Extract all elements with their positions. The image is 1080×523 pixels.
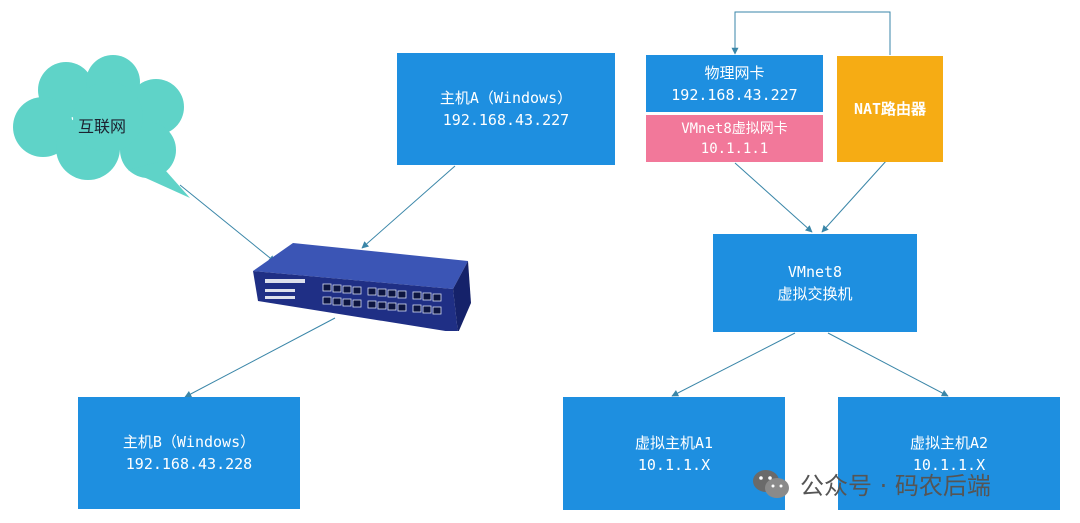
host-b-box: 主机B（Windows） 192.168.43.228 [78,397,300,509]
cloud-label: 互联网 [78,117,127,136]
physical-nic-name: 物理网卡 [704,63,765,82]
watermark: 公众号 · 码农后端 [752,466,991,501]
link-nat-physical [731,11,891,55]
wechat-icon [753,469,789,498]
vm-a1-name: 虚拟主机A1 [634,433,714,452]
link-cloud-switch [179,184,276,263]
vm-a1-ip: 10.1.1.X [637,455,711,474]
vmnet8-switch-box: VMnet8 虚拟交换机 [713,234,917,332]
link-vswitch-vma2 [827,332,949,397]
vmnet8-nic-ip: 10.1.1.1 [700,140,769,157]
link-switch-hostb [184,317,336,398]
host-a-box: 主机A（Windows） 192.168.43.227 [397,53,615,165]
link-vmnic-vswitch [734,162,813,233]
host-b-ip: 192.168.43.228 [125,455,253,473]
vm-a1-box: 虚拟主机A1 10.1.1.X [563,397,785,510]
watermark-text: 公众号 · 码农后端 [800,472,991,500]
host-a-name: 主机A（Windows） [439,89,573,107]
nat-router-name: NAT路由器 [853,100,927,118]
link-nat-vswitch [821,159,888,233]
link-vswitch-vma1 [671,332,796,397]
vm-a2-name: 虚拟主机A2 [909,433,989,452]
link-hosta-switch [361,165,456,249]
physical-nic-box: 物理网卡 192.168.43.227 [646,55,823,112]
host-a-ip: 192.168.43.227 [442,111,570,129]
vmnet8-switch-line1: VMnet8 [787,263,843,281]
nat-router-box: NAT路由器 [837,56,943,162]
internet-cloud [13,55,190,198]
host-b-name: 主机B（Windows） [122,433,256,451]
physical-nic-ip: 192.168.43.227 [671,85,798,104]
vm-a2-ip: 10.1.1.X [912,455,986,474]
vmnet8-nic-box: VMnet8虚拟网卡 10.1.1.1 [646,115,823,162]
network-switch-icon [253,243,471,331]
vmnet8-nic-name: VMnet8虚拟网卡 [681,120,788,137]
vmnet8-switch-line2: 虚拟交换机 [777,285,853,303]
vm-a2-box: 虚拟主机A2 10.1.1.X [838,397,1060,510]
